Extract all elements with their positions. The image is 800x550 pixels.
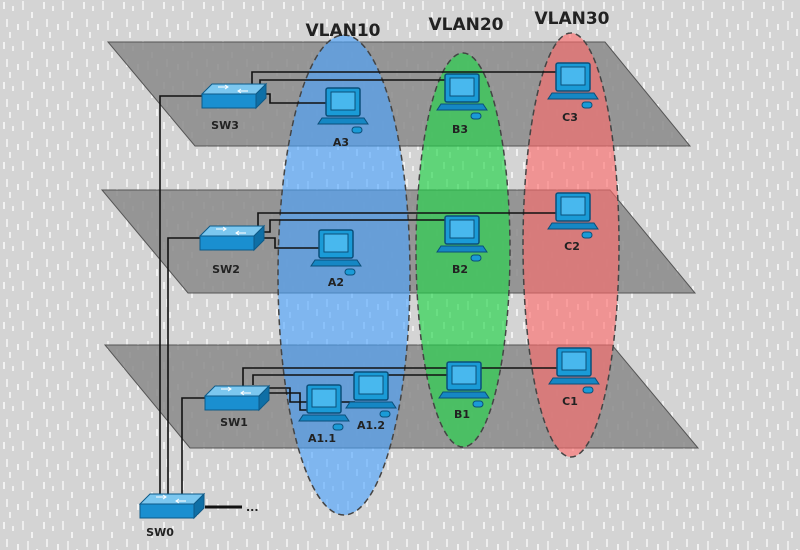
vlan10-label: VLAN10	[305, 21, 380, 41]
sw3-label: SW3	[211, 119, 239, 132]
a3-label: A3	[333, 136, 349, 149]
b2-label: B2	[452, 263, 468, 276]
switch-sw2[interactable]	[199, 225, 265, 251]
sw0-label: SW0	[146, 526, 174, 539]
sw1-label: SW1	[220, 416, 248, 429]
switch-sw0[interactable]	[139, 493, 205, 519]
switch-sw1[interactable]	[204, 385, 270, 411]
vlan20-label: VLAN20	[428, 15, 503, 35]
c1-label: C1	[562, 395, 578, 408]
trunk-continuation: ...	[246, 501, 259, 514]
c2-label: C2	[564, 240, 580, 253]
b3-label: B3	[452, 123, 468, 136]
switch-sw3[interactable]	[201, 83, 267, 109]
sw2-label: SW2	[212, 263, 240, 276]
c3-label: C3	[562, 111, 578, 124]
a2-label: A2	[328, 276, 344, 289]
vlan30-zone	[522, 32, 620, 458]
vlan30-label: VLAN30	[534, 9, 609, 29]
a1-2-label: A1.2	[357, 419, 385, 432]
b1-label: B1	[454, 408, 470, 421]
a1-1-label: A1.1	[308, 432, 336, 445]
